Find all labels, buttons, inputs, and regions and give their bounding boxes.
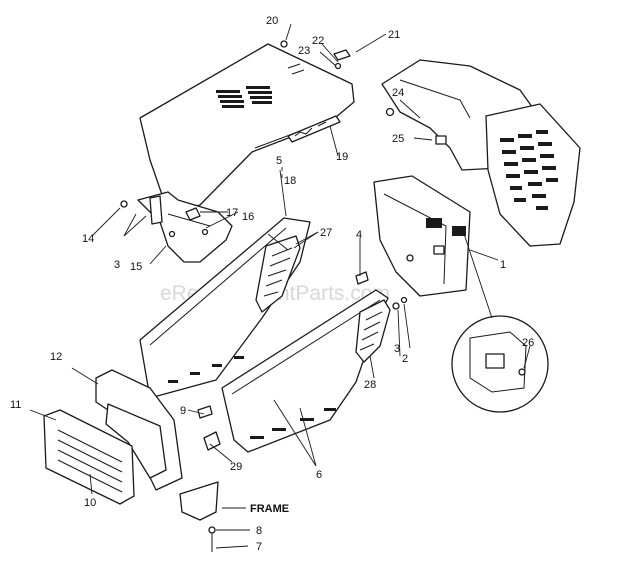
callout-17: 17 <box>226 207 238 219</box>
callout-16: 16 <box>242 211 254 223</box>
callout-4: 4 <box>356 229 362 241</box>
callout-3a: 3 <box>114 259 120 271</box>
left-louver <box>255 235 301 313</box>
left-panel-slots <box>168 356 244 383</box>
callout-7: 7 <box>256 541 262 553</box>
hood-vent-left <box>216 90 244 108</box>
frame-label: FRAME <box>250 503 289 515</box>
hood-pivot-bracket <box>137 191 233 263</box>
hood-strip <box>287 115 341 143</box>
callout-26: 26 <box>522 337 534 349</box>
rear-grille-assembly <box>485 103 581 247</box>
callout-23: 23 <box>298 45 310 57</box>
detail-circle <box>451 315 549 413</box>
callout-8: 8 <box>256 525 262 537</box>
callout-15: 15 <box>130 261 142 273</box>
callout-9: 9 <box>180 405 186 417</box>
callout-19: 19 <box>336 151 348 163</box>
callout-6: 6 <box>316 469 322 481</box>
callout-1: 1 <box>500 259 506 271</box>
callout-28: 28 <box>364 379 376 391</box>
right-louver <box>355 299 391 363</box>
hardware <box>120 40 408 451</box>
callout-3b: 3 <box>394 343 400 355</box>
leader-lines <box>29 23 531 549</box>
callout-21: 21 <box>388 29 400 41</box>
callout-25: 25 <box>392 133 404 145</box>
rear-grille-slots <box>500 130 558 210</box>
callout-2: 2 <box>402 353 408 365</box>
callout-24: 24 <box>392 87 404 99</box>
callout-12: 12 <box>50 351 62 363</box>
callout-14: 14 <box>82 233 94 245</box>
front-grille-surround <box>95 369 183 491</box>
right-side-panel <box>221 289 389 453</box>
callout-22: 22 <box>312 35 324 47</box>
hood-vent-right <box>246 86 272 104</box>
callout-10: 10 <box>84 497 96 509</box>
frame-bracket <box>179 481 219 552</box>
callout-5: 5 <box>276 155 282 167</box>
front-grille <box>43 409 135 505</box>
callout-29: 29 <box>230 461 242 473</box>
callout-20: 20 <box>266 15 278 27</box>
callout-labels: 20 22 23 21 24 25 19 18 5 17 16 27 14 3 … <box>10 15 534 553</box>
callout-27: 27 <box>320 227 332 239</box>
detail-leader-line <box>461 227 493 319</box>
callout-18: 18 <box>284 175 296 187</box>
callout-11: 11 <box>10 399 21 411</box>
right-panel-slots <box>250 408 336 439</box>
hinge-tab <box>185 207 201 221</box>
dash-panel <box>373 175 471 297</box>
